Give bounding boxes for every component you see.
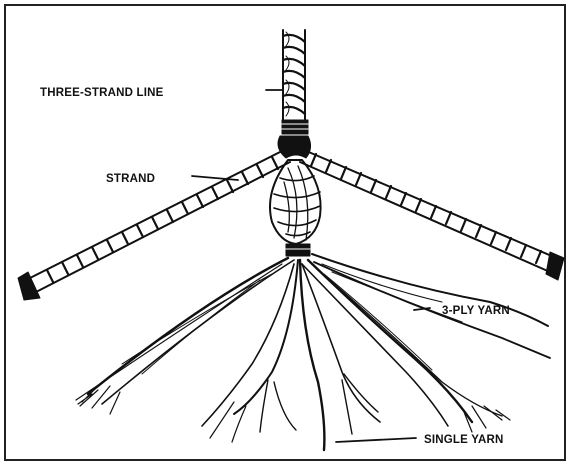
single-yarns [202, 260, 380, 450]
label-three-ply-yarn: 3-PLY YARN [442, 306, 510, 318]
rope-illustration [6, 6, 568, 463]
leader-single [336, 438, 416, 442]
three-ply-yarns [76, 254, 550, 432]
leader-lines [192, 90, 430, 442]
binding-bottom [286, 244, 310, 256]
binding-top [282, 120, 308, 134]
strand-junction [278, 136, 311, 158]
label-single-yarn: SINGLE YARN [424, 435, 504, 447]
unlaid-strand [270, 160, 321, 244]
figure-frame: THREE-STRAND LINE STRAND 3-PLY YARN SING… [4, 4, 566, 461]
three-strand-line [283, 30, 305, 120]
strand-right [300, 150, 564, 280]
label-strand: STRAND [106, 174, 155, 186]
label-three-strand-line: THREE-STRAND LINE [40, 88, 164, 100]
